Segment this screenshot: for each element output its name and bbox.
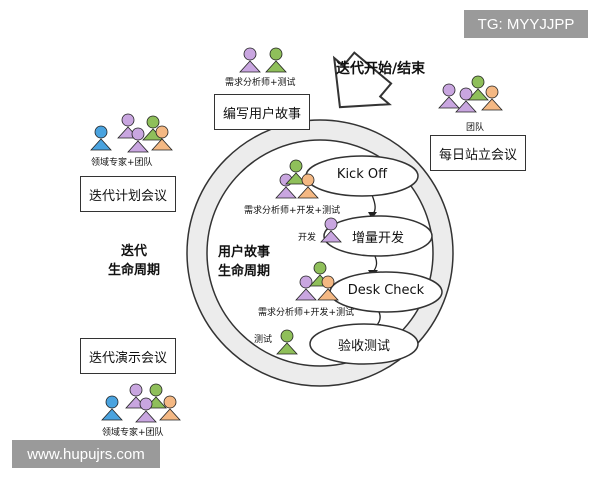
kickoff-label: Kick Off [336,167,388,182]
people-demo-icon [101,383,181,423]
incremental-dev-oval [323,215,433,257]
people-team-icon [438,75,503,113]
iteration-demo-label: 迭代演示会议 [88,350,167,366]
iteration-start-arrow [332,51,393,109]
story-writing-box: 编写用户故事 [214,94,310,130]
inner-cycle-label: 用户故事 生命周期 [212,243,276,281]
demo-people-label: 领域专家+团队 [102,428,164,438]
planning-people-label: 领域专家+团队 [91,158,153,168]
people-planning-icon [90,113,173,153]
iteration-demo-box: 迭代演示会议 [80,338,176,374]
story-writing-label: 编写用户故事 [222,106,301,122]
desk-check-label: Desk Check [347,283,425,298]
desk-check-people-label: 需求分析师+开发+测试 [258,308,355,318]
kickoff-people-label: 需求分析师+开发+测试 [244,206,341,216]
incremental-dev-label: 增量开发 [351,231,404,246]
acceptance-people-label: 测试 [254,335,273,345]
team-people-label: 团队 [466,123,485,133]
people-story-writing-icon [239,47,287,73]
tg-watermark: TG: MYYJJPP [464,10,588,38]
inner-cycle-label-line1: 用户故事 [217,245,270,260]
url-watermark: www.hupujrs.com [12,440,160,468]
outer-cycle-label-line2: 生命周期 [107,263,160,278]
inner-cycle-label-line2: 生命周期 [217,264,270,279]
iteration-start-end-title: 迭代开始/结束 [336,61,426,77]
iteration-planning-box: 迭代计划会议 [80,176,176,212]
daily-standup-label: 每日站立会议 [438,147,517,163]
outer-cycle-label-line1: 迭代 [120,244,147,259]
daily-standup-box: 每日站立会议 [430,135,526,171]
outer-cycle-label: 迭代 生命周期 [104,242,164,280]
acceptance-test-label: 验收测试 [337,339,390,354]
dev-people-label: 开发 [298,233,317,243]
iteration-planning-label: 迭代计划会议 [88,188,167,204]
story-writing-people-label: 需求分析师+测试 [225,78,296,88]
acceptance-oval [309,323,419,365]
